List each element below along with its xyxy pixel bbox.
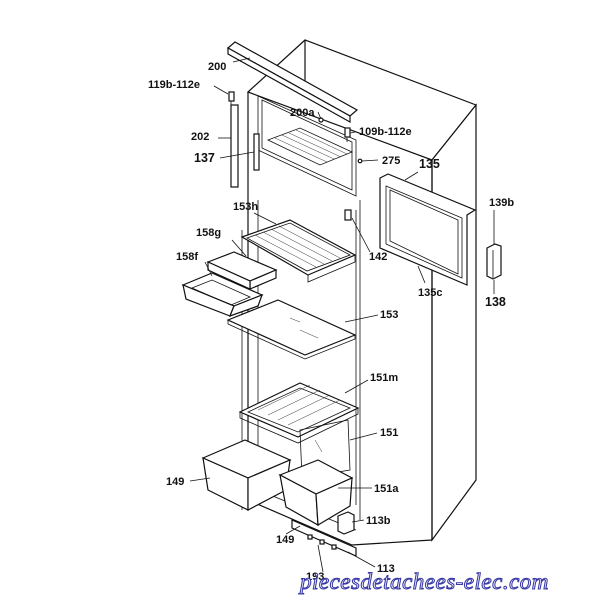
cabinet-top xyxy=(246,39,477,161)
freezer-shelf xyxy=(266,127,354,166)
label-275: 275 xyxy=(382,155,400,167)
label-142: 142 xyxy=(369,251,387,263)
label-158g: 158g xyxy=(196,227,221,239)
part-labels: 200 119b-112e 200a 109b-112e 202 137 275… xyxy=(148,61,514,583)
crisper-151a-right xyxy=(278,459,354,527)
hinge-cover-202 xyxy=(230,104,239,188)
freezer-opening xyxy=(257,95,357,197)
crisper-149-left xyxy=(201,439,292,511)
label-158f: 158f xyxy=(176,251,198,263)
label-200: 200 xyxy=(208,61,226,73)
label-200a: 200a xyxy=(290,107,315,119)
screw-119b xyxy=(228,91,235,106)
glass-shelf-151 xyxy=(299,419,351,479)
label-153h: 153h xyxy=(233,201,258,213)
latch-142 xyxy=(344,209,352,221)
handle-137 xyxy=(253,133,260,171)
screw-109b xyxy=(344,127,351,142)
top-trim xyxy=(226,41,359,124)
label-135c: 135c xyxy=(418,287,442,299)
label-139b: 139b xyxy=(489,197,514,209)
watermark-text: piecesdetachees-elec.com xyxy=(298,569,549,594)
label-151a: 151a xyxy=(374,483,399,495)
glass-shelf-153 xyxy=(226,299,357,360)
label-151m: 151m xyxy=(370,372,398,384)
upper-shelf xyxy=(240,219,357,283)
label-138: 138 xyxy=(485,295,506,309)
wire-shelf-151m xyxy=(238,382,360,444)
bin-158f xyxy=(181,272,264,318)
label-149-bottom: 149 xyxy=(276,534,294,546)
label-135: 135 xyxy=(419,157,440,171)
hinge-138 xyxy=(486,243,502,280)
freezer-door xyxy=(379,173,477,286)
leader-lines xyxy=(189,57,495,573)
label-109b-112e: 109b-112e xyxy=(359,126,412,138)
label-113: 113 xyxy=(377,563,395,575)
label-153: 153 xyxy=(380,309,398,321)
part-275 xyxy=(357,158,363,164)
base-parts xyxy=(291,511,357,557)
label-149-left: 149 xyxy=(166,476,184,488)
tray-158g xyxy=(206,251,278,290)
label-119b-112e: 119b-112e xyxy=(148,79,200,91)
label-151: 151 xyxy=(380,427,398,439)
label-137: 137 xyxy=(194,151,215,165)
label-202: 202 xyxy=(191,131,209,143)
label-193: 193 xyxy=(306,571,324,583)
label-113b: 113b xyxy=(366,515,391,527)
